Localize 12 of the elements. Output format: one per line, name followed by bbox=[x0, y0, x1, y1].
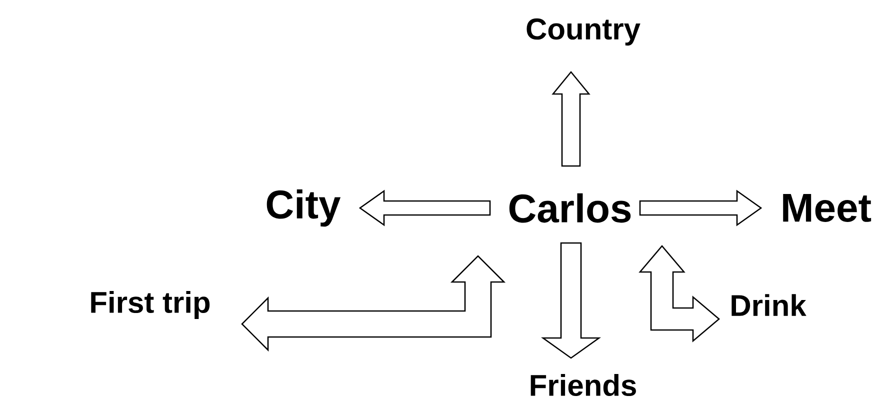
block-arrow bbox=[241, 255, 506, 352]
block-arrow bbox=[358, 190, 491, 226]
word-label: Friends bbox=[530, 374, 636, 396]
word-label: City bbox=[266, 189, 341, 227]
word-label: Meet bbox=[783, 194, 872, 222]
word-label: First trip bbox=[91, 291, 210, 319]
block-arrow bbox=[540, 242, 602, 359]
word-label: Carlos bbox=[509, 193, 631, 223]
block-arrow bbox=[639, 190, 762, 226]
block-arrow bbox=[552, 70, 590, 167]
word-label: Drink bbox=[732, 294, 806, 316]
word-label: Country bbox=[526, 18, 640, 46]
